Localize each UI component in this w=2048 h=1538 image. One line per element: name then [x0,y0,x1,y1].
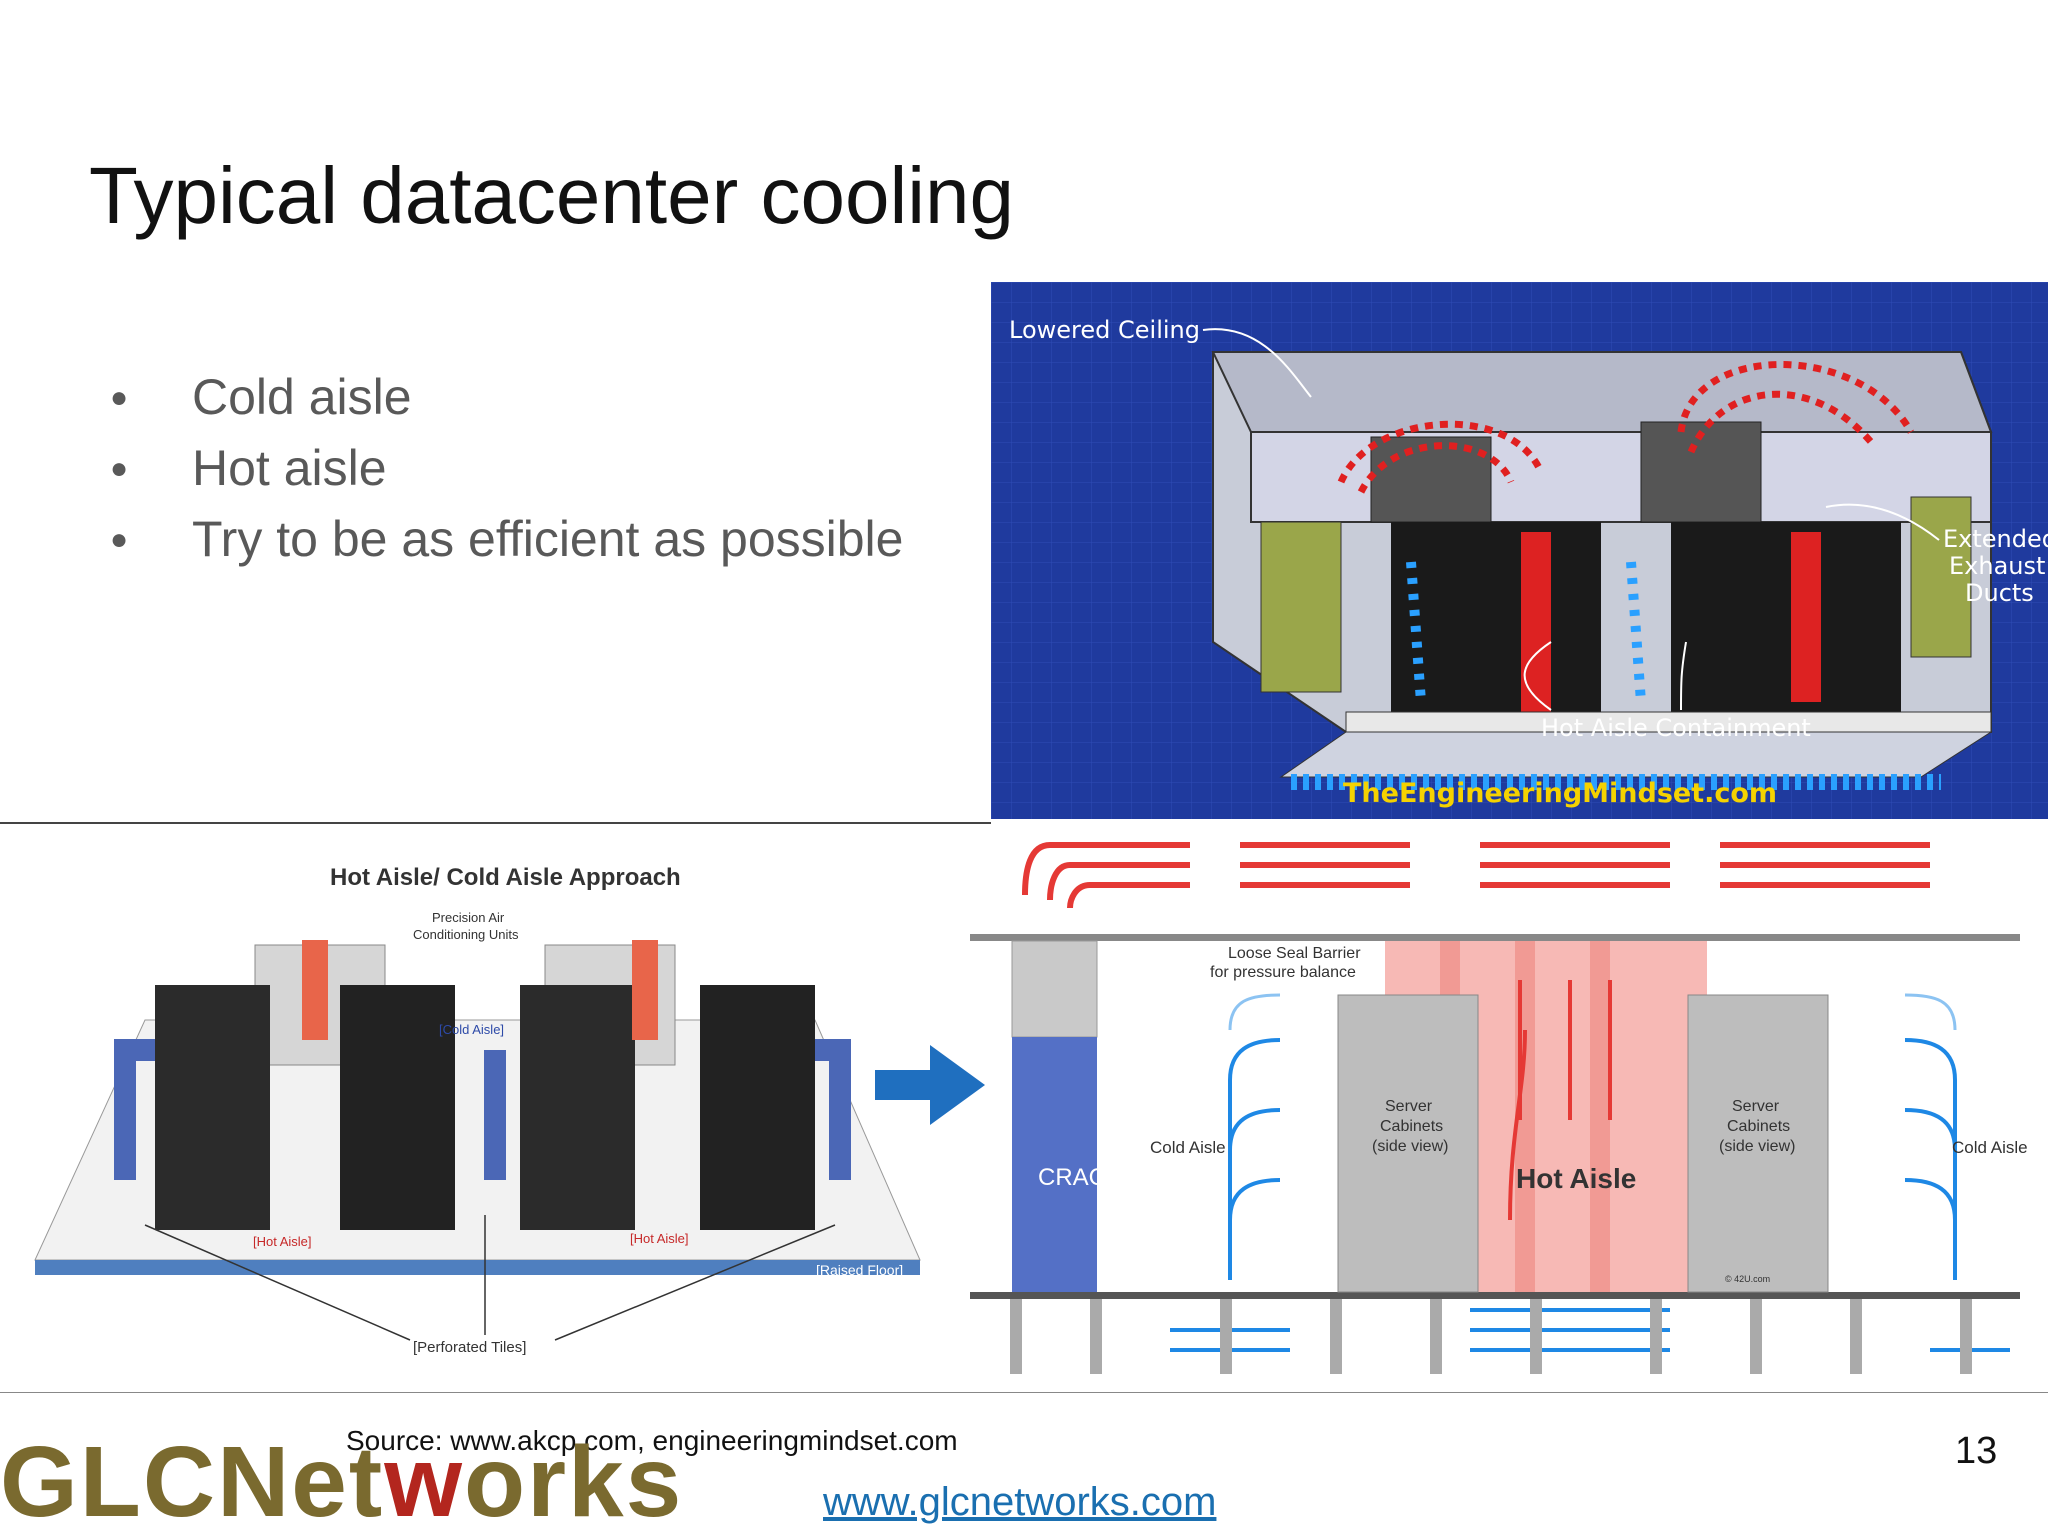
logo-text-1: GLCNet [0,1426,385,1538]
label-server-right-3: (side view) [1719,1138,1795,1155]
side-view-airflow-diagram: CRAC Server Cabinets (side view) Server … [970,842,2028,1374]
bullet-item: Try to be as efficient as possible [110,504,903,575]
label-server-left-1: Server [1385,1098,1433,1115]
label-precision-air: Precision Air [432,910,505,925]
label-server-left-3: (side view) [1372,1138,1448,1155]
label-hot-aisle-containment: Hot Aisle Containment [1541,714,1811,742]
label-exhaust: Exhaust [1949,552,2045,580]
label-hot-aisle-left: [Hot Aisle] [253,1234,312,1249]
label-conditioning-units: Conditioning Units [413,927,519,942]
label-cold-aisle-right: Cold Aisle [1952,1138,2028,1157]
label-cold-aisle: [Cold Aisle] [439,1022,504,1037]
label-raised-floor: [Raised Floor] [816,1262,903,1278]
watermark: TheEngineeringMindset.com [1343,778,1777,809]
label-server-right-1: Server [1732,1098,1780,1115]
page-number: 13 [1955,1430,1998,1472]
footer-divider [0,1392,2048,1393]
label-loose-seal-1: Loose Seal Barrier [1228,945,1361,962]
label-hot-aisle: Hot Aisle [1516,1163,1636,1194]
arrow-right-icon [875,1045,985,1125]
divider-line [0,822,991,824]
label-cold-aisle-left: Cold Aisle [1150,1138,1226,1157]
diagram-title: Hot Aisle/ Cold Aisle Approach [330,864,681,891]
logo-text-2: w [384,1426,465,1538]
label-hot-aisle-right: [Hot Aisle] [630,1231,689,1246]
glcnetworks-logo: GLCNetworks [0,1432,683,1532]
website-link[interactable]: www.glcnetworks.com [823,1480,1217,1524]
label-lowered-ceiling: Lowered Ceiling [1009,316,1200,344]
hot-aisle-containment-diagram: Lowered Ceiling Extended Exhaust Ducts H… [991,282,2048,819]
label-crac: CRAC [1038,1164,1106,1191]
label-ducts: Ducts [1965,579,2034,607]
label-credit: © 42U.com [1725,1274,1770,1284]
bullet-item: Cold aisle [110,362,903,433]
source-credit: Source: www.akcp.com, engineeringmindset… [346,1425,958,1456]
slide-title: Typical datacenter cooling [89,151,1014,240]
bullet-item: Hot aisle [110,433,903,504]
label-perforated-tiles: [Perforated Tiles] [413,1339,526,1356]
label-extended: Extended [1943,525,2048,553]
label-loose-seal-2: for pressure balance [1210,964,1356,981]
label-server-right-2: Cabinets [1727,1118,1790,1135]
logo-text-3: orks [464,1426,684,1538]
label-server-left-2: Cabinets [1380,1118,1443,1135]
hot-cold-aisle-diagram: Hot Aisle/ Cold Aisle Approach Precision… [34,864,921,1356]
bullet-list: Cold aisle Hot aisle Try to be as effici… [110,362,903,575]
